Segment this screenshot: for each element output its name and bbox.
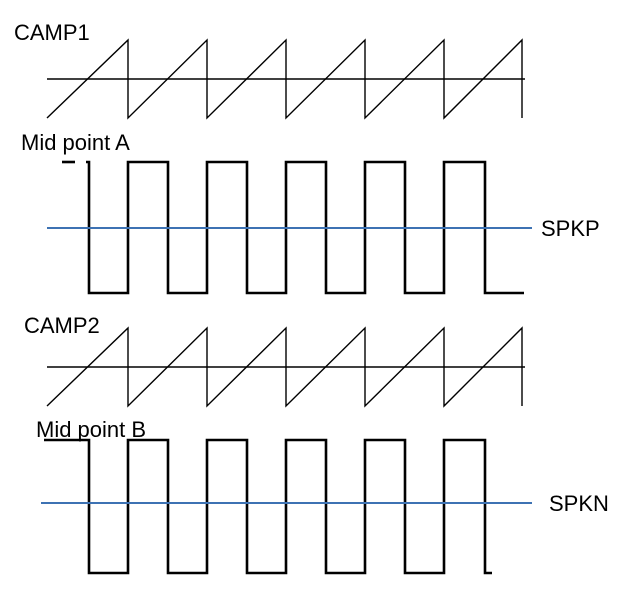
camp1-label: CAMP1 xyxy=(14,20,90,45)
mid-point-a-label: Mid point A xyxy=(21,130,130,155)
mid-point-b-square-wave xyxy=(44,438,492,575)
camp2-sawtooth xyxy=(46,326,523,408)
spkn-label: SPKN xyxy=(549,491,609,516)
camp1-sawtooth xyxy=(46,38,523,120)
camp1-group: CAMP1 xyxy=(14,20,525,120)
mid-point-b-label: Mid point B xyxy=(36,417,146,442)
spkp-label: SPKP xyxy=(541,216,600,241)
mid-point-a-group: Mid point A SPKP xyxy=(21,130,600,295)
mid-point-b-group: Mid point B SPKN xyxy=(36,417,609,575)
camp2-label: CAMP2 xyxy=(24,313,100,338)
camp2-group: CAMP2 xyxy=(24,313,525,408)
